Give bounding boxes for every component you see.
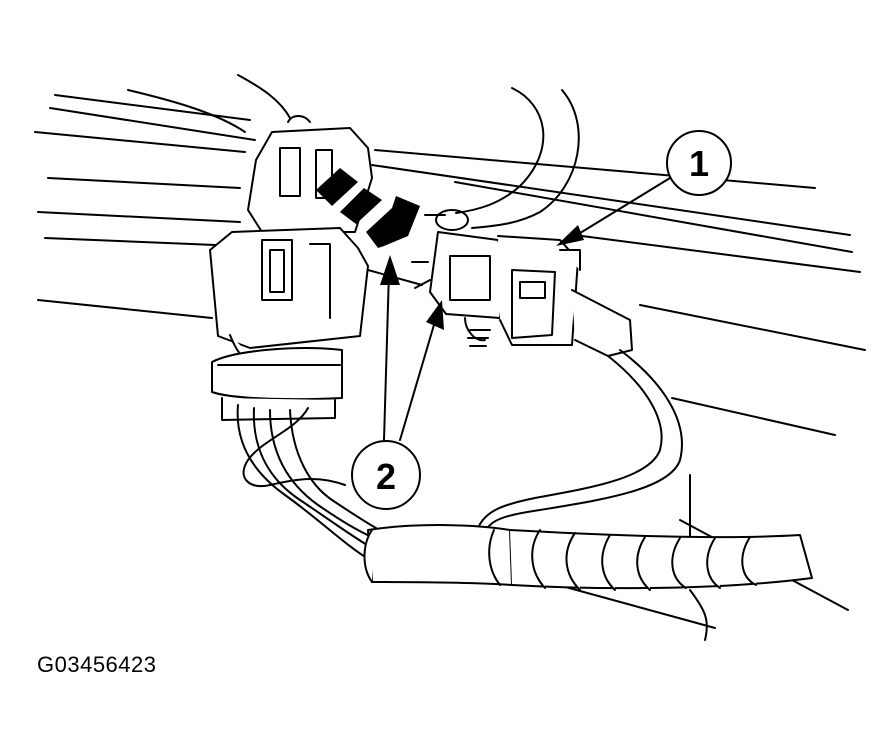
cable-loop	[435, 87, 580, 231]
figure-id: G03456423	[37, 652, 157, 677]
connector-wires-left	[236, 404, 377, 561]
callout-1: 1	[556, 130, 732, 246]
background-lines	[34, 74, 866, 641]
callout-2: 2	[351, 255, 444, 510]
wire-harness	[363, 524, 813, 591]
small-connector	[411, 231, 633, 357]
connector-wires-right	[477, 349, 683, 533]
callout-1-label: 1	[689, 143, 709, 184]
main-connector	[209, 115, 373, 421]
callout-2-label: 2	[376, 456, 396, 497]
disconnect-arrow	[316, 168, 420, 248]
